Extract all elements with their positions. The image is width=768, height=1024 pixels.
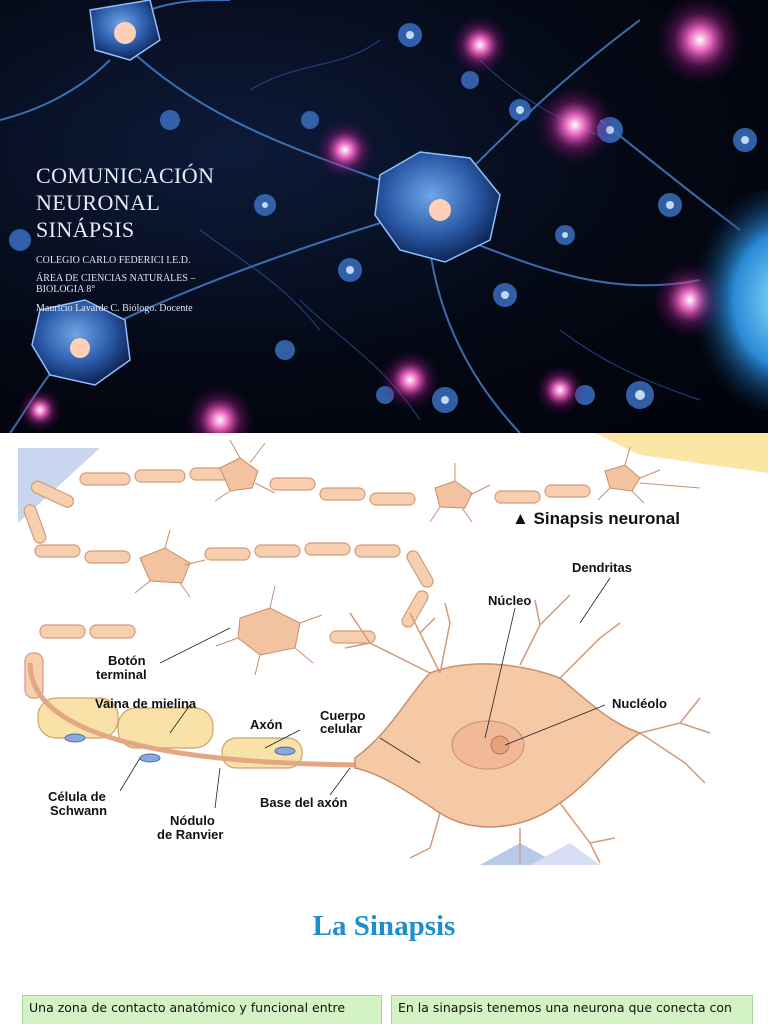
definition-text: Una zona de contacto anatómico y funcion… xyxy=(29,1000,346,1015)
area-line: ÁREA DE CIENCIAS NATURALES – xyxy=(36,273,196,284)
title-line: NEURONAL xyxy=(36,190,161,215)
neuron-diagram-slide: ▲ Sinapsis neuronal Dendritas Núcleo Nuc… xyxy=(0,433,768,870)
label-vaina-mielina: Vaina de mielina xyxy=(95,696,197,711)
label-nucleolo: Nucléolo xyxy=(612,696,667,711)
diagram-caption: ▲ Sinapsis neuronal xyxy=(512,509,680,528)
corner-decoration xyxy=(595,433,768,473)
label-nucleo: Núcleo xyxy=(488,593,531,608)
label-cuerpo-celular: celular xyxy=(320,721,362,736)
label-nodulo-ranvier: de Ranvier xyxy=(157,827,223,842)
definition-box-right: En la sinapsis tenemos una neurona que c… xyxy=(391,995,753,1024)
school-name: COLEGIO CARLO FEDERICI I.E.D. xyxy=(36,255,191,266)
presentation-title: COMUNICACIÓN NEURONAL SINÁPSIS xyxy=(36,162,276,243)
label-celula-schwann: Célula de xyxy=(48,789,106,804)
slide-title: La Sinapsis xyxy=(312,910,456,942)
author-name: Mauricio Lavarde C. Biólogo. Docente xyxy=(36,303,193,314)
label-cuerpo-celular: Cuerpo xyxy=(320,708,366,723)
label-dendritas: Dendritas xyxy=(572,560,632,575)
definition-box-left: Una zona de contacto anatómico y funcion… xyxy=(22,995,382,1024)
corner-decoration xyxy=(18,448,100,523)
la-sinapsis-slide: La Sinapsis Una zona de contacto anatómi… xyxy=(0,870,768,1024)
title-line: SINÁPSIS xyxy=(36,217,135,242)
subject-area: ÁREA DE CIENCIAS NATURALES – BIOLOGIA 8° xyxy=(36,273,276,295)
neuron-network-photo xyxy=(0,0,768,433)
area-line: BIOLOGIA 8° xyxy=(36,284,96,295)
corner-decoration xyxy=(530,843,600,865)
label-axon: Axón xyxy=(250,717,283,732)
neuron-diagram: ▲ Sinapsis neuronal Dendritas Núcleo Nuc… xyxy=(18,433,768,865)
definition-text: En la sinapsis tenemos una neurona que c… xyxy=(398,1000,732,1015)
main-neuron xyxy=(27,594,711,864)
label-boton-terminal: Botón xyxy=(108,653,146,668)
label-nodulo-ranvier: Nódulo xyxy=(170,813,215,828)
label-celula-schwann: Schwann xyxy=(50,803,107,818)
title-slide: COMUNICACIÓN NEURONAL SINÁPSIS COLEGIO C… xyxy=(0,0,768,433)
label-boton-terminal: terminal xyxy=(96,667,147,682)
title-line: COMUNICACIÓN xyxy=(36,163,215,188)
title-block: COMUNICACIÓN NEURONAL SINÁPSIS COLEGIO C… xyxy=(36,162,276,314)
label-base-axon: Base del axón xyxy=(260,795,347,810)
